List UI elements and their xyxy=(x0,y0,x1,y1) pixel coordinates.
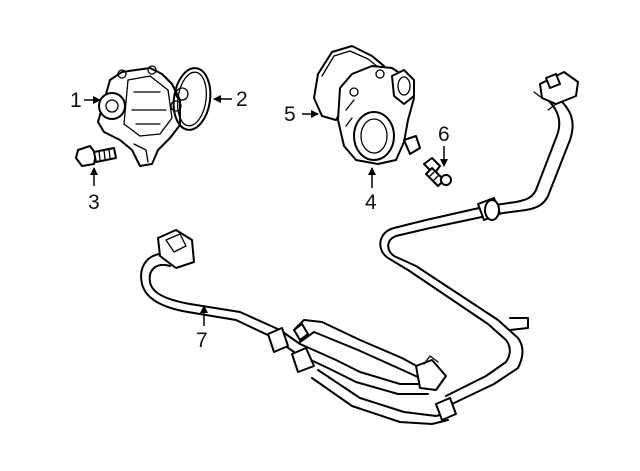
coolant-pipe-lower xyxy=(140,229,529,425)
callout-5: 5 xyxy=(284,103,296,126)
thermostat-housing xyxy=(337,65,421,165)
water-pump xyxy=(97,65,189,167)
callout-4: 4 xyxy=(365,191,377,214)
callout-7: 7 xyxy=(196,329,208,352)
callout-2: 2 xyxy=(236,88,248,111)
callout-3: 3 xyxy=(88,191,100,214)
pump-bolt xyxy=(75,145,117,167)
leader-lines xyxy=(84,95,448,326)
housing-bolt xyxy=(423,157,452,187)
callout-1: 1 xyxy=(70,89,82,112)
coolant-pipe-upper xyxy=(379,71,579,405)
callout-6: 6 xyxy=(438,123,450,146)
pump-gasket-ring xyxy=(172,67,212,131)
